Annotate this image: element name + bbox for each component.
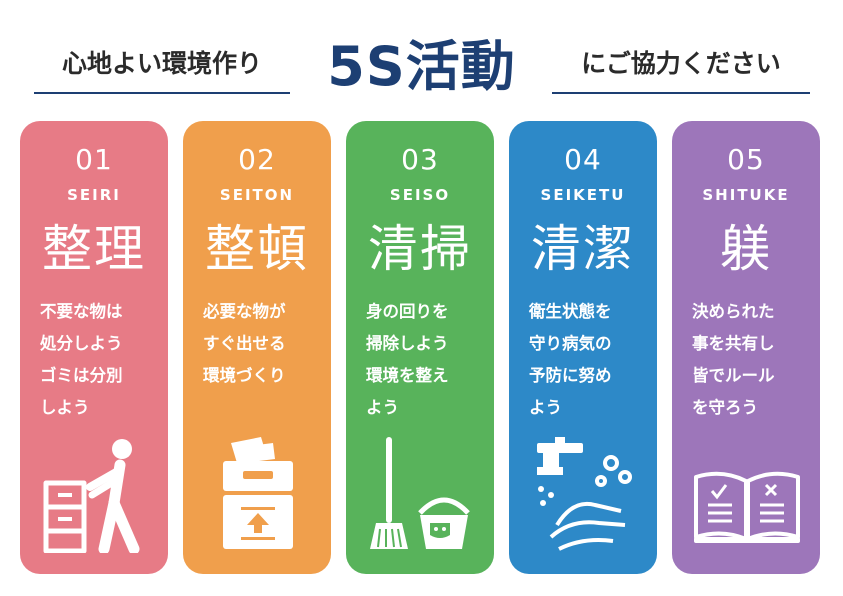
card-seiketu: 04 SEIKETU 清潔 衛生状態を 守り病気の 予防に努め よう — [509, 121, 657, 574]
card-description: 不要な物は 処分しよう ゴミは分別 しよう — [40, 302, 123, 417]
card-romaji: SEISO — [389, 186, 451, 204]
card-romaji: SEIRI — [67, 186, 121, 204]
card-romaji: SEITON — [219, 186, 295, 204]
divider-left — [34, 92, 290, 94]
card-kanji: 整理 — [42, 220, 146, 278]
card-seiton: 02 SEITON 整頓 必要な物が すぐ出せる 環境づくり — [183, 121, 331, 574]
card-description: 必要な物が すぐ出せる 環境づくり — [203, 302, 286, 385]
card-number: 04 — [564, 143, 602, 176]
card-number: 01 — [75, 143, 113, 176]
card-kanji: 躾 — [720, 220, 772, 278]
card-kanji: 清潔 — [531, 220, 635, 278]
card-number: 02 — [238, 143, 276, 176]
page-title: 5S活動 — [327, 35, 516, 98]
card-number: 03 — [401, 143, 439, 176]
card-seiso: 03 SEISO 清掃 身の回りを 掃除しよう 環境を整え よう — [346, 121, 494, 574]
card-kanji: 清掃 — [368, 220, 472, 278]
subtitle-right: にご協力ください — [581, 49, 781, 78]
card-seiri: 01 SEIRI 整理 不要な物は 処分しよう ゴミは分別 しよう — [20, 121, 168, 574]
card-description: 身の回りを 掃除しよう 環境を整え よう — [366, 302, 449, 417]
header: 心地よい環境作り 5S活動 にご協力ください — [0, 0, 843, 110]
subtitle-left: 心地よい環境作り — [61, 49, 262, 78]
divider-right — [552, 92, 810, 94]
filing-cabinet-icon — [203, 433, 313, 553]
card-romaji: SHITUKE — [702, 186, 790, 204]
broom-and-bucket-icon — [366, 433, 476, 553]
card-description: 決められた 事を共有し 皆でルール を守ろう — [692, 302, 775, 417]
person-pushing-boxes-icon — [40, 433, 150, 553]
rulebook-icon — [692, 433, 802, 553]
card-shituke: 05 SHITUKE 躾 決められた 事を共有し 皆でルール を守ろう — [672, 121, 820, 574]
card-romaji: SEIKETU — [540, 186, 626, 204]
handwashing-icon — [529, 433, 639, 553]
card-number: 05 — [727, 143, 765, 176]
card-description: 衛生状態を 守り病気の 予防に努め よう — [529, 302, 612, 417]
card-kanji: 整頓 — [205, 220, 309, 278]
